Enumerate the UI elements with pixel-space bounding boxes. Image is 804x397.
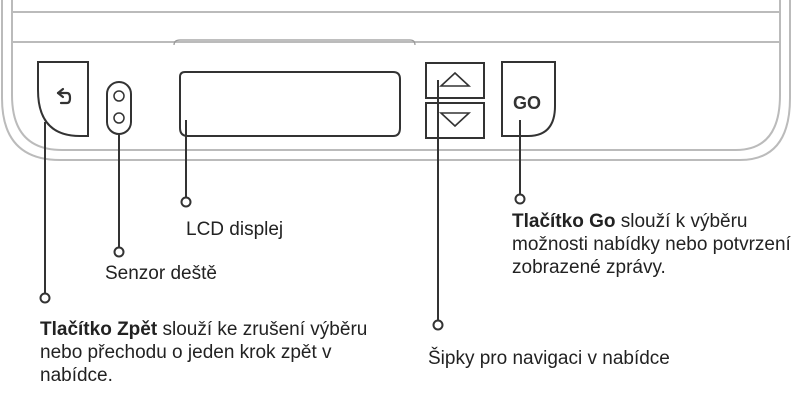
back-arrow-icon [56,87,72,105]
back-button-text: slouží ke zrušení výběru nebo přechodu o… [40,319,368,386]
go-button-text: slouží k výběru možnosti nabídky nebo po… [512,211,791,278]
go-button-label: GO [513,93,541,113]
sensor-dot-bottom [113,112,125,124]
device-panel [1,0,791,161]
lcd-leader-dot [180,196,192,208]
go-leader-dot [514,193,526,205]
back-button-title: Tlačítko Zpět [40,319,158,340]
back-button[interactable] [37,61,89,137]
leader-lines [39,80,526,331]
triangle-up-icon [438,71,472,87]
back-leader-dot [39,292,51,304]
rain-sensor [106,81,132,135]
go-button-title: Tlačítko Go [512,211,616,232]
arrow-up-button[interactable] [425,62,485,99]
lcd-display [173,39,416,137]
arrows-leader-dot [432,319,444,331]
rain-sensor-label: Senzor deště [105,263,217,284]
go-button-description: Tlačítko Go slouží k výběru možnosti nab… [512,210,804,279]
sensor-dot-top [113,90,125,102]
go-button[interactable]: GO [501,61,556,137]
back-button-description: Tlačítko Zpět slouží ke zrušení výběru n… [40,318,380,387]
rain-leader-dot [113,246,125,258]
triangle-down-icon [438,112,472,128]
arrows-label: Šipky pro navigaci v nabídce [428,348,670,369]
lcd-display-label: LCD displej [186,219,284,240]
arrow-down-button[interactable] [425,102,485,139]
